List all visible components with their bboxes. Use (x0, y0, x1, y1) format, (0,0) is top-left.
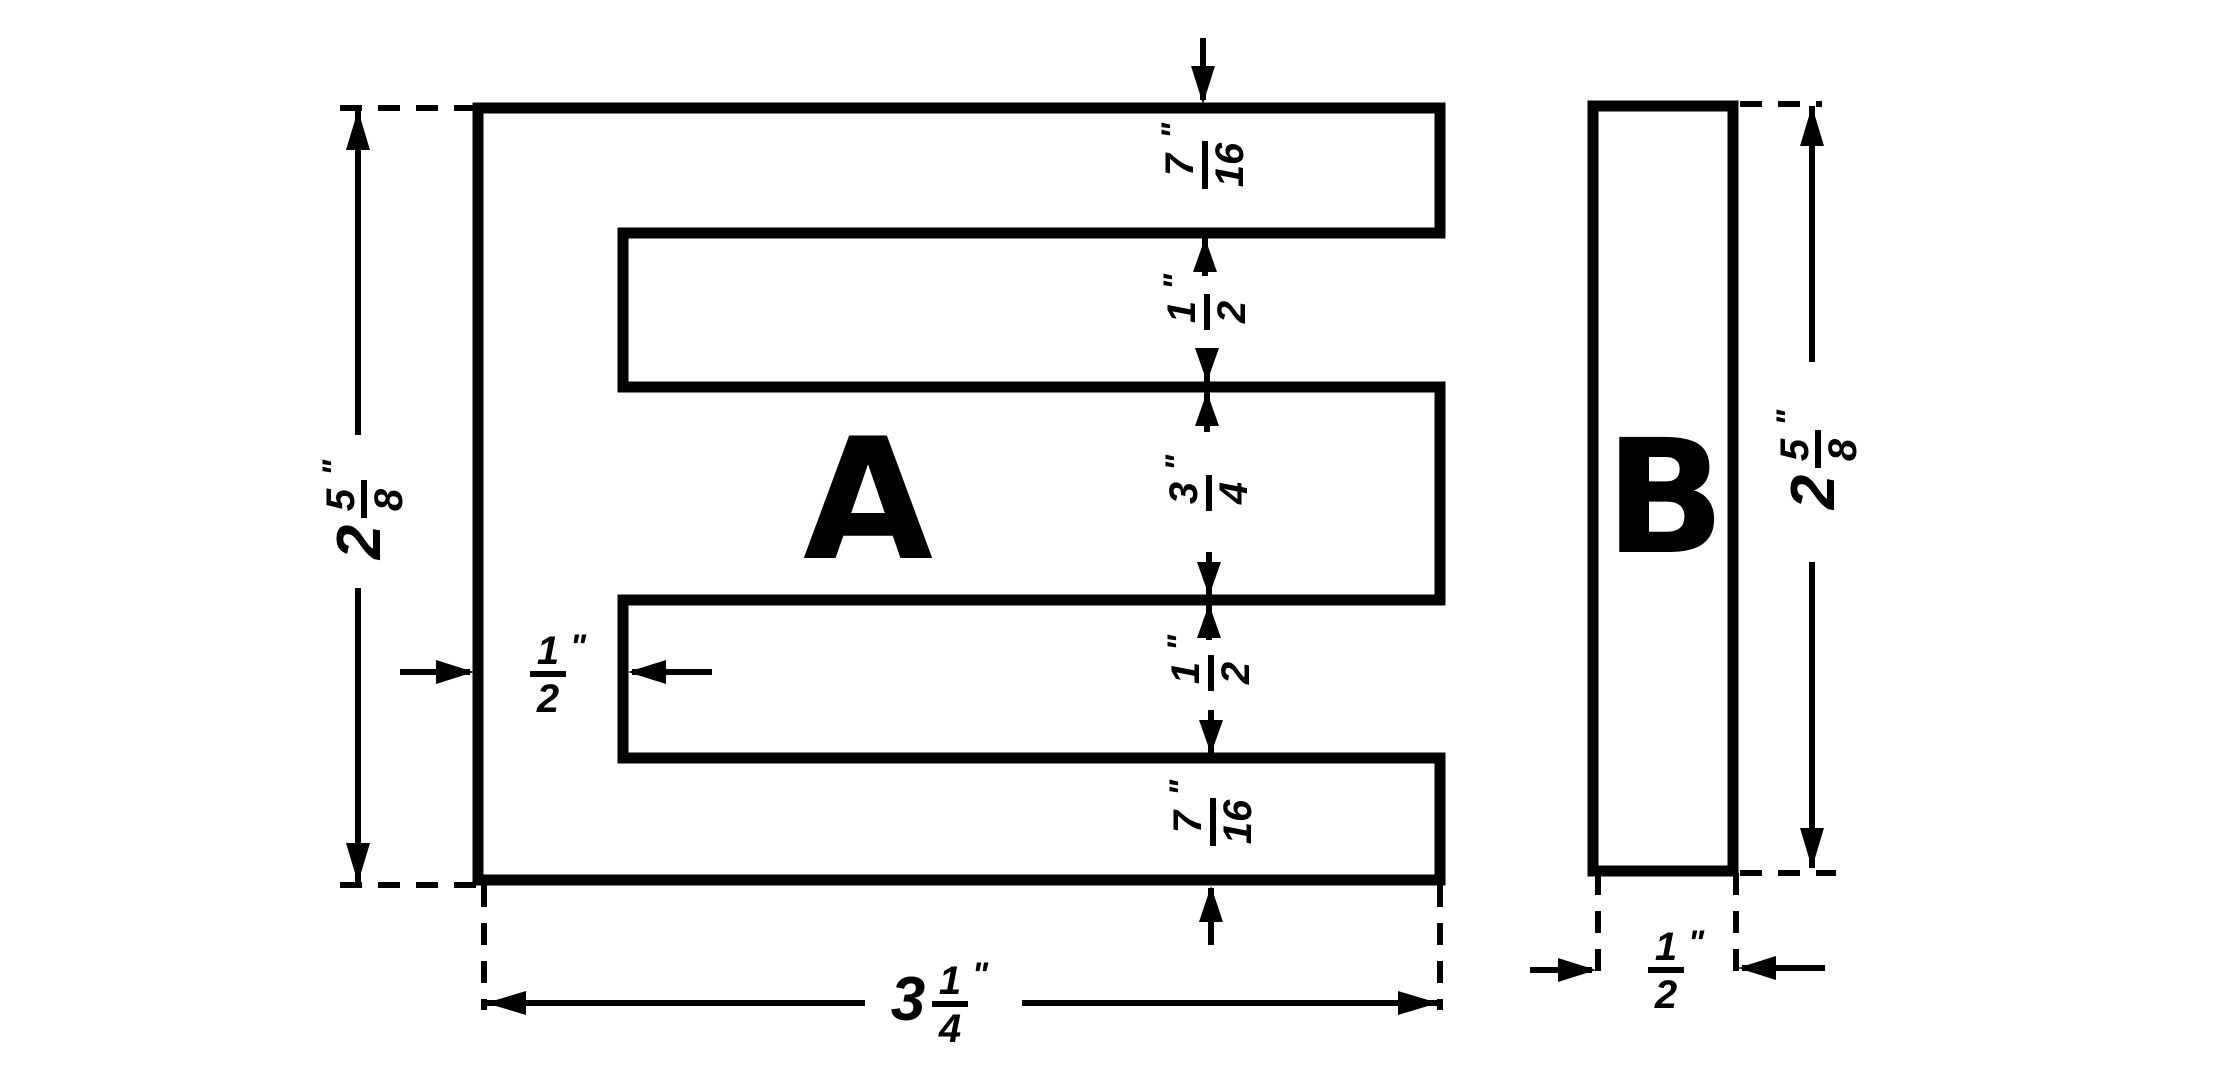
a-height-whole: 2 (325, 525, 394, 560)
a-center-leg-label: 3 4 " (1159, 454, 1256, 511)
b-width-arrowhead-right (1738, 956, 1776, 980)
a-center-leg-inch-mark: " (1159, 454, 1197, 471)
a-gap-upper-denominator: 2 (1210, 301, 1254, 324)
b-height-inch-mark: " (1770, 409, 1808, 426)
a-width-denominator: 4 (938, 1007, 961, 1051)
b-width-label: 1 2 " (1648, 924, 1705, 1017)
a-back-arrowhead-right (628, 660, 666, 684)
a-height-inch-mark: " (316, 459, 354, 476)
a-width-arrowhead-right (1398, 991, 1438, 1015)
a-height-arrowhead-top (346, 110, 370, 150)
a-bottom-leg-label: 7 16 " (1163, 779, 1260, 846)
a-leg-chain-arrowhead (1199, 720, 1223, 754)
a-width-label: 3 1 4 " (891, 956, 989, 1051)
b-height-numerator: 5 (1773, 438, 1817, 461)
b-height-denominator: 8 (1821, 438, 1865, 461)
a-center-leg-denominator: 4 (1212, 482, 1256, 505)
a-gap-lower-label: 1 2 " (1161, 634, 1258, 691)
a-leg-chain-bottom-arrowhead (1199, 886, 1223, 922)
b-height-arrowhead-bottom (1800, 828, 1824, 868)
a-back-inch-mark: " (570, 628, 587, 666)
a-height-denominator: 8 (367, 488, 411, 511)
a-top-leg-numerator: 7 (1158, 152, 1202, 176)
a-gap-upper-inch-mark: " (1157, 273, 1195, 290)
a-center-leg-numerator: 3 (1162, 482, 1206, 504)
a-leg-chain-arrowhead (1195, 348, 1219, 382)
b-width-arrowhead-left (1558, 958, 1596, 982)
a-bottom-leg-numerator: 7 (1166, 809, 1210, 833)
a-leg-chain-arrowhead (1197, 562, 1221, 596)
a-width-whole: 3 (891, 965, 925, 1034)
a-bottom-leg-inch-mark: " (1163, 779, 1201, 796)
a-gap-lower-numerator: 1 (1164, 662, 1208, 684)
a-gap-upper-numerator: 1 (1160, 301, 1204, 323)
a-back-label: 1 2 " (530, 628, 587, 721)
a-leg-chain-top-arrowhead (1191, 66, 1215, 104)
b-width-numerator: 1 (1655, 925, 1677, 969)
a-width-inch-mark: " (972, 956, 989, 994)
a-back-numerator: 1 (537, 629, 559, 673)
a-gap-upper-label: 1 2 " (1157, 273, 1254, 330)
b-height-whole: 2 (1779, 475, 1848, 510)
a-height-label: 2 5 8 " (316, 459, 411, 560)
a-height-numerator: 5 (319, 488, 363, 511)
a-leg-chain-arrowhead (1193, 238, 1217, 272)
a-top-leg-inch-mark: " (1155, 122, 1193, 139)
b-height-arrowhead-top (1800, 106, 1824, 146)
a-top-leg-denominator: 16 (1208, 142, 1252, 187)
b-width-denominator: 2 (1654, 973, 1677, 1017)
a-back-denominator: 2 (536, 677, 559, 721)
a-height-arrowhead-bottom (346, 843, 370, 883)
a-leg-chain-arrowhead (1197, 604, 1221, 638)
a-leg-chain-arrowhead (1195, 392, 1219, 426)
a-gap-lower-denominator: 2 (1214, 662, 1258, 685)
b-height-label: 2 5 8 " (1770, 409, 1865, 510)
a-width-numerator: 1 (939, 959, 961, 1003)
a-bottom-leg-denominator: 16 (1216, 799, 1260, 844)
a-width-arrowhead-left (486, 991, 526, 1015)
piece-a-letter: A (803, 402, 933, 598)
piece-b-letter: B (1605, 406, 1725, 590)
b-width-inch-mark: " (1688, 924, 1705, 962)
a-top-leg-label: 7 16 " (1155, 122, 1252, 189)
i-bar-outline (1587, 100, 1739, 877)
a-back-arrowhead-left (436, 660, 474, 684)
a-gap-lower-inch-mark: " (1161, 634, 1199, 651)
e-core-outline (472, 102, 1446, 886)
